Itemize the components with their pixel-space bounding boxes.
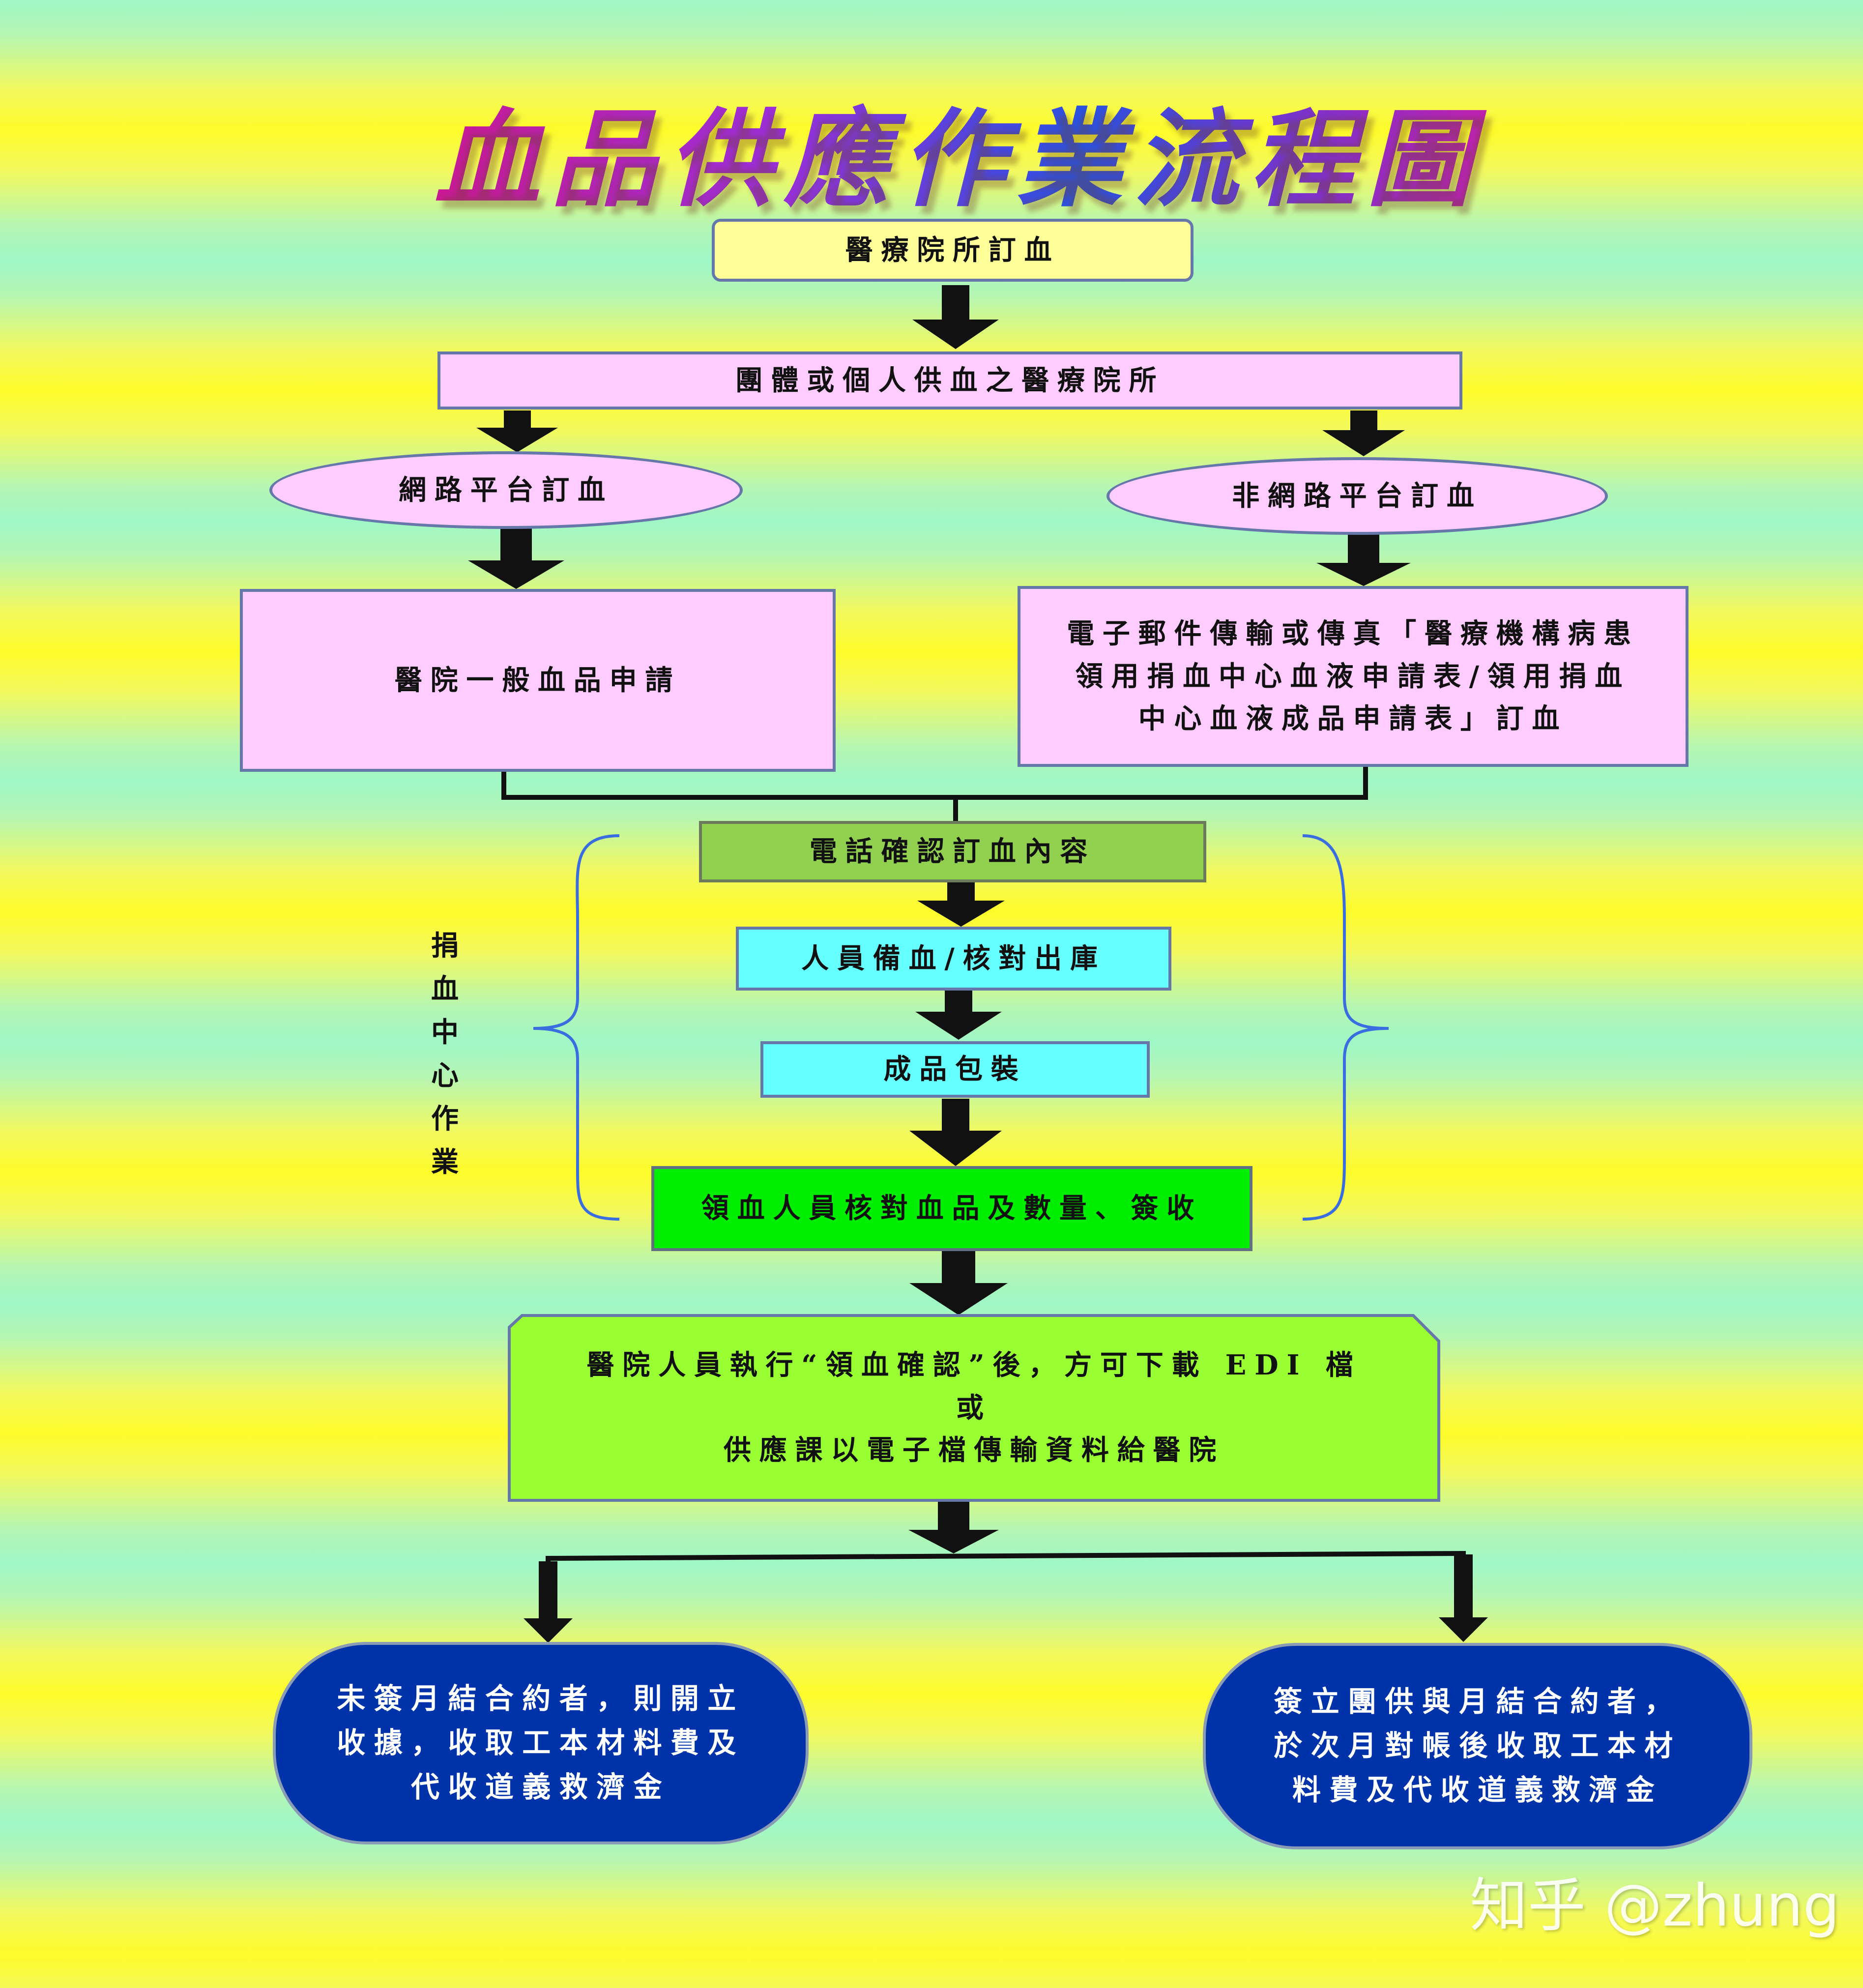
node-packaging: 成品包裝 bbox=[760, 1041, 1150, 1098]
right-brace bbox=[1302, 834, 1389, 1221]
node-contract-line-2: 於次月對帳後收取工本材 bbox=[1274, 1729, 1682, 1763]
left-brace bbox=[533, 834, 620, 1221]
arrow-prepare-to-packaging bbox=[915, 991, 1002, 1040]
page-title: 血品供應作業流程圖 bbox=[344, 74, 1573, 227]
side-label-char: 作 bbox=[431, 1103, 459, 1135]
node-supply-hospital: 團體或個人供血之醫療院所 bbox=[437, 351, 1462, 409]
side-label-char: 捐 bbox=[431, 930, 459, 962]
split-connector bbox=[546, 1550, 1466, 1561]
side-label-char: 中 bbox=[431, 1016, 459, 1049]
arrow-receiver-to-edi bbox=[909, 1251, 1008, 1315]
side-label-char: 業 bbox=[431, 1146, 459, 1178]
node-offline-order: 非網路平台訂血 bbox=[1106, 457, 1608, 535]
arrow-split-to-no-contract bbox=[524, 1561, 573, 1643]
node-edi-line-1: 醫院人員執行“領血確認”後，方可下載 EDI 檔 bbox=[586, 1348, 1362, 1381]
node-no-contract-line-1: 未簽月結合約者，則開立 bbox=[337, 1682, 745, 1716]
node-contract: 簽立團供與月結合約者， 於次月對帳後收取工本材 料費及代收道義救濟金 bbox=[1203, 1643, 1752, 1849]
node-receiver-check-label: 領血人員核對血品及數量、簽收 bbox=[701, 1192, 1203, 1225]
side-label-char: 心 bbox=[431, 1059, 459, 1092]
node-email-fax-line-2: 領用捐血中心血液申請表/領用捐血 bbox=[1075, 660, 1631, 693]
arrow-packaging-to-receiver bbox=[909, 1099, 1002, 1166]
node-phone-confirm-label: 電話確認訂血內容 bbox=[809, 835, 1096, 868]
node-hospital-order-label: 醫療院所訂血 bbox=[845, 234, 1060, 266]
node-email-fax-line-3: 中心血液成品申請表」訂血 bbox=[1138, 702, 1568, 735]
node-email-fax-order: 電子郵件傳輸或傳真「醫療機構病患 領用捐血中心血液申請表/領用捐血 中心血液成品… bbox=[1018, 586, 1688, 767]
node-contract-line-3: 料費及代收道義救濟金 bbox=[1292, 1773, 1663, 1807]
node-contract-line-1: 簽立團供與月結合約者， bbox=[1274, 1685, 1682, 1719]
arrow-split-to-contract bbox=[1439, 1554, 1488, 1642]
connector-lines bbox=[501, 767, 1466, 1561]
brace-group bbox=[533, 834, 1389, 1221]
node-edi-line-3: 供應課以電子檔傳輸資料給醫院 bbox=[723, 1434, 1225, 1467]
node-prepare-check: 人員備血/核對出庫 bbox=[736, 927, 1171, 991]
node-packaging-label: 成品包裝 bbox=[883, 1053, 1027, 1086]
node-offline-order-label: 非網路平台訂血 bbox=[1232, 479, 1483, 512]
arrow-group bbox=[468, 285, 1488, 1643]
merge-connector bbox=[501, 767, 1368, 800]
arrow-online-to-general bbox=[468, 528, 564, 589]
node-no-contract-line-3: 代收道義救濟金 bbox=[411, 1770, 670, 1804]
node-hospital-order: 醫療院所訂血 bbox=[712, 219, 1193, 282]
arrow-supply-to-offline bbox=[1322, 410, 1405, 456]
node-supply-hospital-label: 團體或個人供血之醫療院所 bbox=[735, 364, 1165, 397]
node-no-contract: 未簽月結合約者，則開立 收據，收取工本材料費及 代收道義救濟金 bbox=[273, 1642, 809, 1844]
edi-box-folded-shape bbox=[508, 1314, 1440, 1502]
arrow-offline-to-email bbox=[1316, 534, 1411, 586]
side-label-char: 血 bbox=[431, 973, 459, 1005]
node-edi-download: 醫院人員執行“領血確認”後，方可下載 EDI 檔 或 供應課以電子檔傳輸資料給醫… bbox=[509, 1316, 1439, 1500]
node-prepare-check-label: 人員備血/核對出庫 bbox=[801, 942, 1106, 975]
arrow-order-to-supply bbox=[912, 285, 999, 349]
watermark: 知乎 @zhung bbox=[1470, 1871, 1840, 1939]
node-general-request: 醫院一般血品申請 bbox=[240, 589, 836, 772]
node-general-request-label: 醫院一般血品申請 bbox=[394, 664, 681, 697]
arrow-edi-to-split bbox=[908, 1499, 999, 1553]
node-receiver-check: 領血人員核對血品及數量、簽收 bbox=[651, 1166, 1252, 1251]
node-edi-line-2: 或 bbox=[956, 1391, 992, 1424]
node-online-order: 網路平台訂血 bbox=[269, 451, 743, 529]
node-phone-confirm: 電話確認訂血內容 bbox=[699, 821, 1206, 882]
arrow-supply-to-online bbox=[476, 410, 558, 452]
node-online-order-label: 網路平台訂血 bbox=[399, 473, 613, 506]
node-email-fax-line-1: 電子郵件傳輸或傳真「醫療機構病患 bbox=[1067, 617, 1639, 650]
arrow-phone-to-prepare bbox=[917, 882, 1005, 927]
blood-center-operations-label: 捐 血 中 心 作 業 bbox=[423, 924, 467, 1184]
node-no-contract-line-2: 收據，收取工本材料費及 bbox=[337, 1726, 745, 1760]
